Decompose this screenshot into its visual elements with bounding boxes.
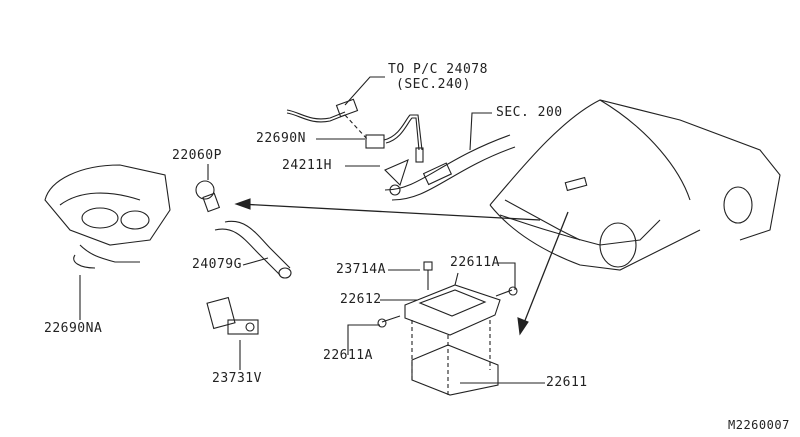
label-sec240: (SEC.240): [396, 77, 471, 92]
label-22690N: 22690N: [256, 131, 306, 146]
harness-connector: [286, 98, 424, 163]
label-22611A-bottom: 22611A: [323, 348, 373, 363]
label-24079G: 24079G: [192, 257, 242, 272]
label-22060P: 22060P: [172, 148, 222, 163]
label-to-pc-24078: TO P/C 24078: [388, 62, 488, 77]
label-23714A: 23714A: [336, 262, 386, 277]
label-22611: 22611: [546, 375, 588, 390]
label-22611A-top: 22611A: [450, 255, 500, 270]
label-sec200: SEC. 200: [496, 105, 563, 120]
exhaust-pipe: [384, 134, 516, 201]
diagram-code: M2260007: [728, 418, 790, 432]
vehicle-outline: [489, 99, 781, 271]
leader-lines: [79, 76, 545, 384]
hose: [214, 220, 292, 279]
ecm-unit: [411, 320, 499, 396]
cam-sensor: [206, 296, 259, 335]
label-22612: 22612: [340, 292, 382, 307]
ecm-bracket: [377, 261, 518, 336]
knock-sensor: [195, 180, 221, 213]
exhaust-manifold: [44, 164, 171, 269]
arrows: [234, 198, 569, 336]
label-23731V: 23731V: [212, 371, 262, 386]
label-22690NA: 22690NA: [44, 321, 103, 336]
label-24211H: 24211H: [282, 158, 332, 173]
